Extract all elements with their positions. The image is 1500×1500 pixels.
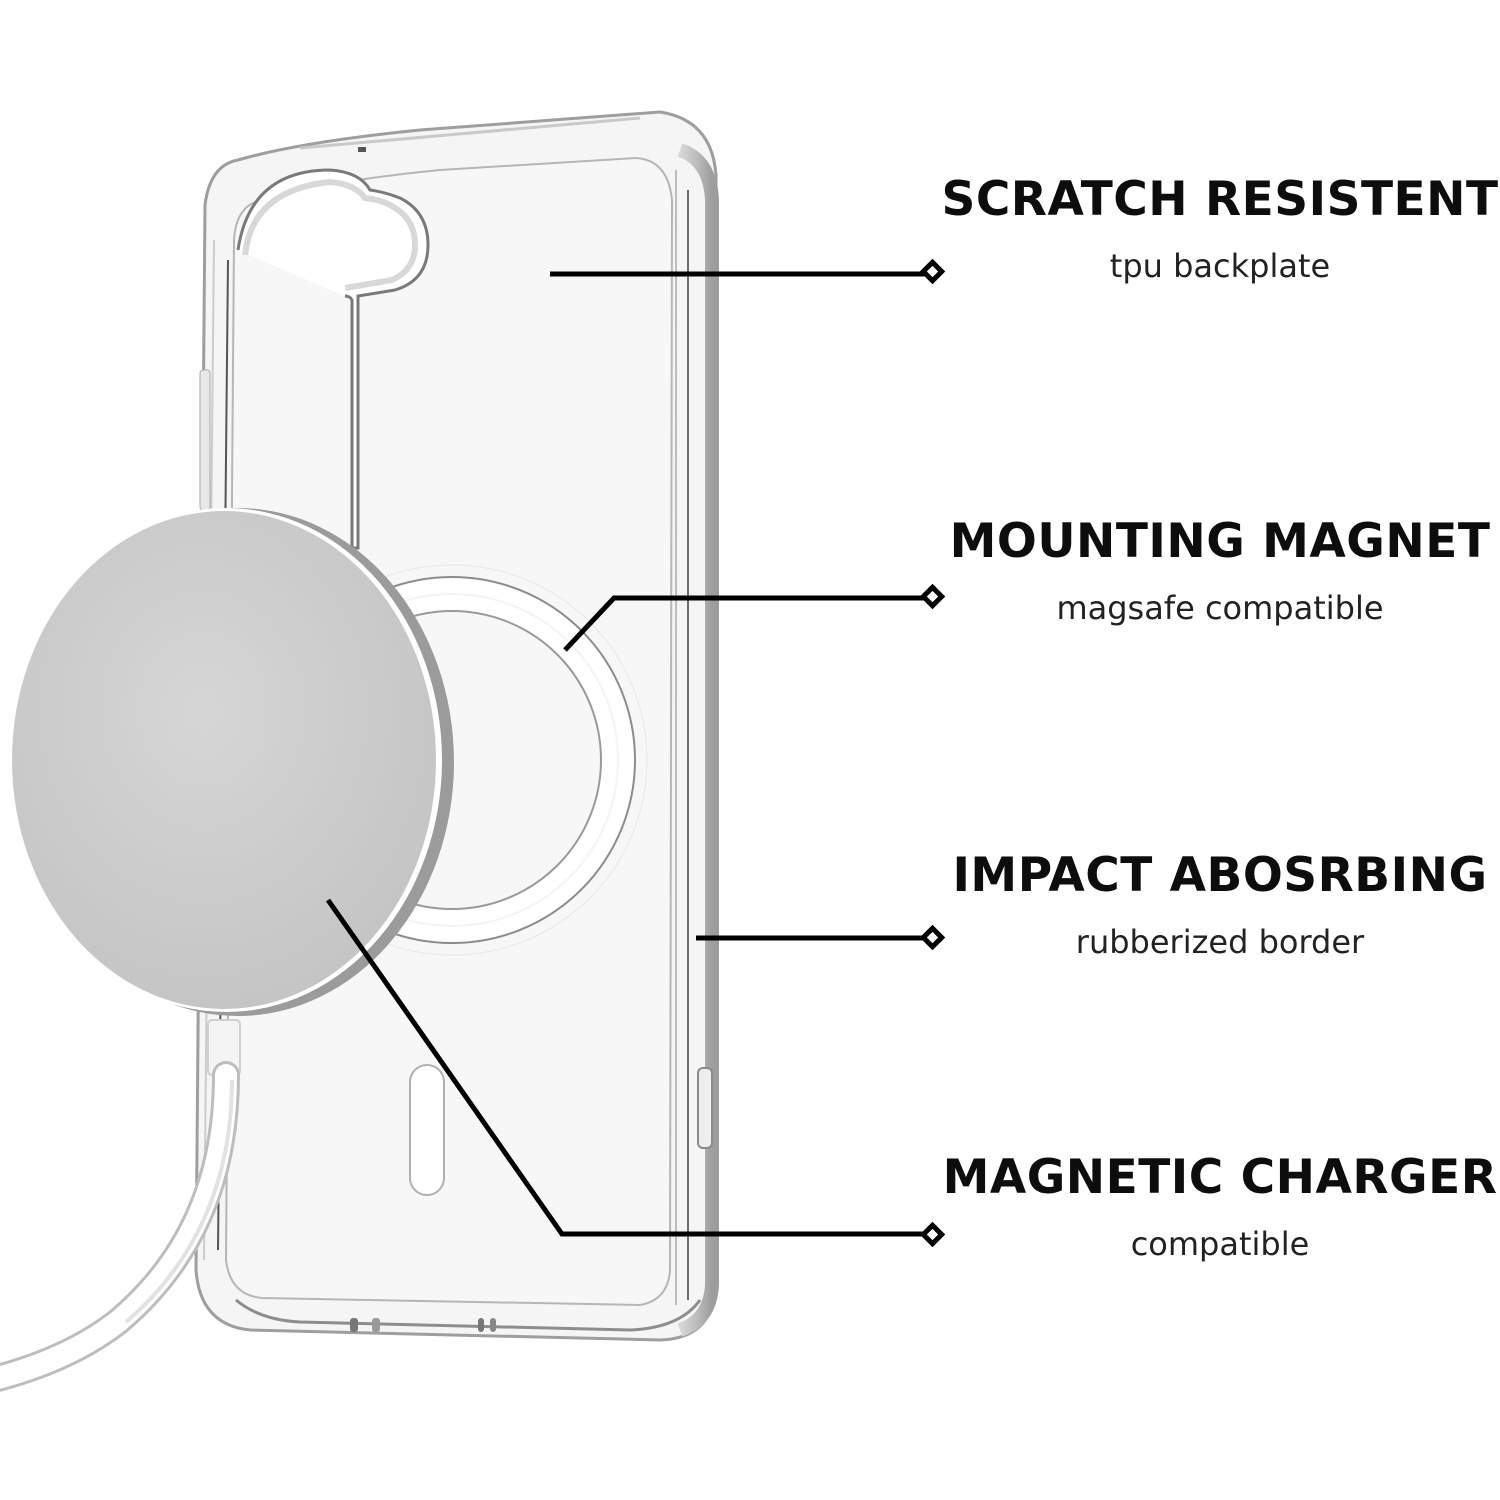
case-right-border bbox=[677, 143, 719, 1337]
leader-line-charger bbox=[325, 898, 925, 1237]
leader-lines bbox=[325, 271, 925, 1237]
callout-subtitle: tpu backplate bbox=[1109, 247, 1331, 285]
callout-subtitle: rubberized border bbox=[1075, 923, 1365, 961]
callout-magnetic-charger: MAGNETIC CHARGER compatible bbox=[940, 1150, 1500, 1264]
callout-scratch-resistent: SCRATCH RESISTENT tpu backplate bbox=[940, 172, 1500, 286]
camera-cutout bbox=[236, 168, 430, 550]
diamond-marker-icon bbox=[919, 1221, 946, 1248]
diamond-marker-icon bbox=[919, 258, 946, 285]
leader-line-magnet bbox=[563, 595, 925, 652]
diamond-marker-icon bbox=[919, 583, 946, 610]
callout-title: MAGNETIC CHARGER bbox=[942, 1150, 1498, 1205]
callout-markers bbox=[919, 258, 946, 1248]
callout-subtitle: compatible bbox=[1130, 1225, 1310, 1263]
diamond-marker-icon bbox=[919, 924, 946, 951]
callout-title: SCRATCH RESISTENT bbox=[941, 172, 1499, 227]
callout-title: IMPACT ABOSRBING bbox=[952, 848, 1488, 903]
callout-title: MOUNTING MAGNET bbox=[949, 514, 1491, 569]
callout-impact-absorbing: IMPACT ABOSRBING rubberized border bbox=[940, 848, 1500, 962]
magnetic-charger-puck bbox=[10, 508, 454, 1016]
alignment-slot bbox=[409, 1064, 445, 1196]
callout-mounting-magnet: MOUNTING MAGNET magsafe compatible bbox=[940, 514, 1500, 628]
charger-cable bbox=[0, 1019, 241, 1392]
callout-subtitle: magsafe compatible bbox=[1056, 589, 1384, 627]
